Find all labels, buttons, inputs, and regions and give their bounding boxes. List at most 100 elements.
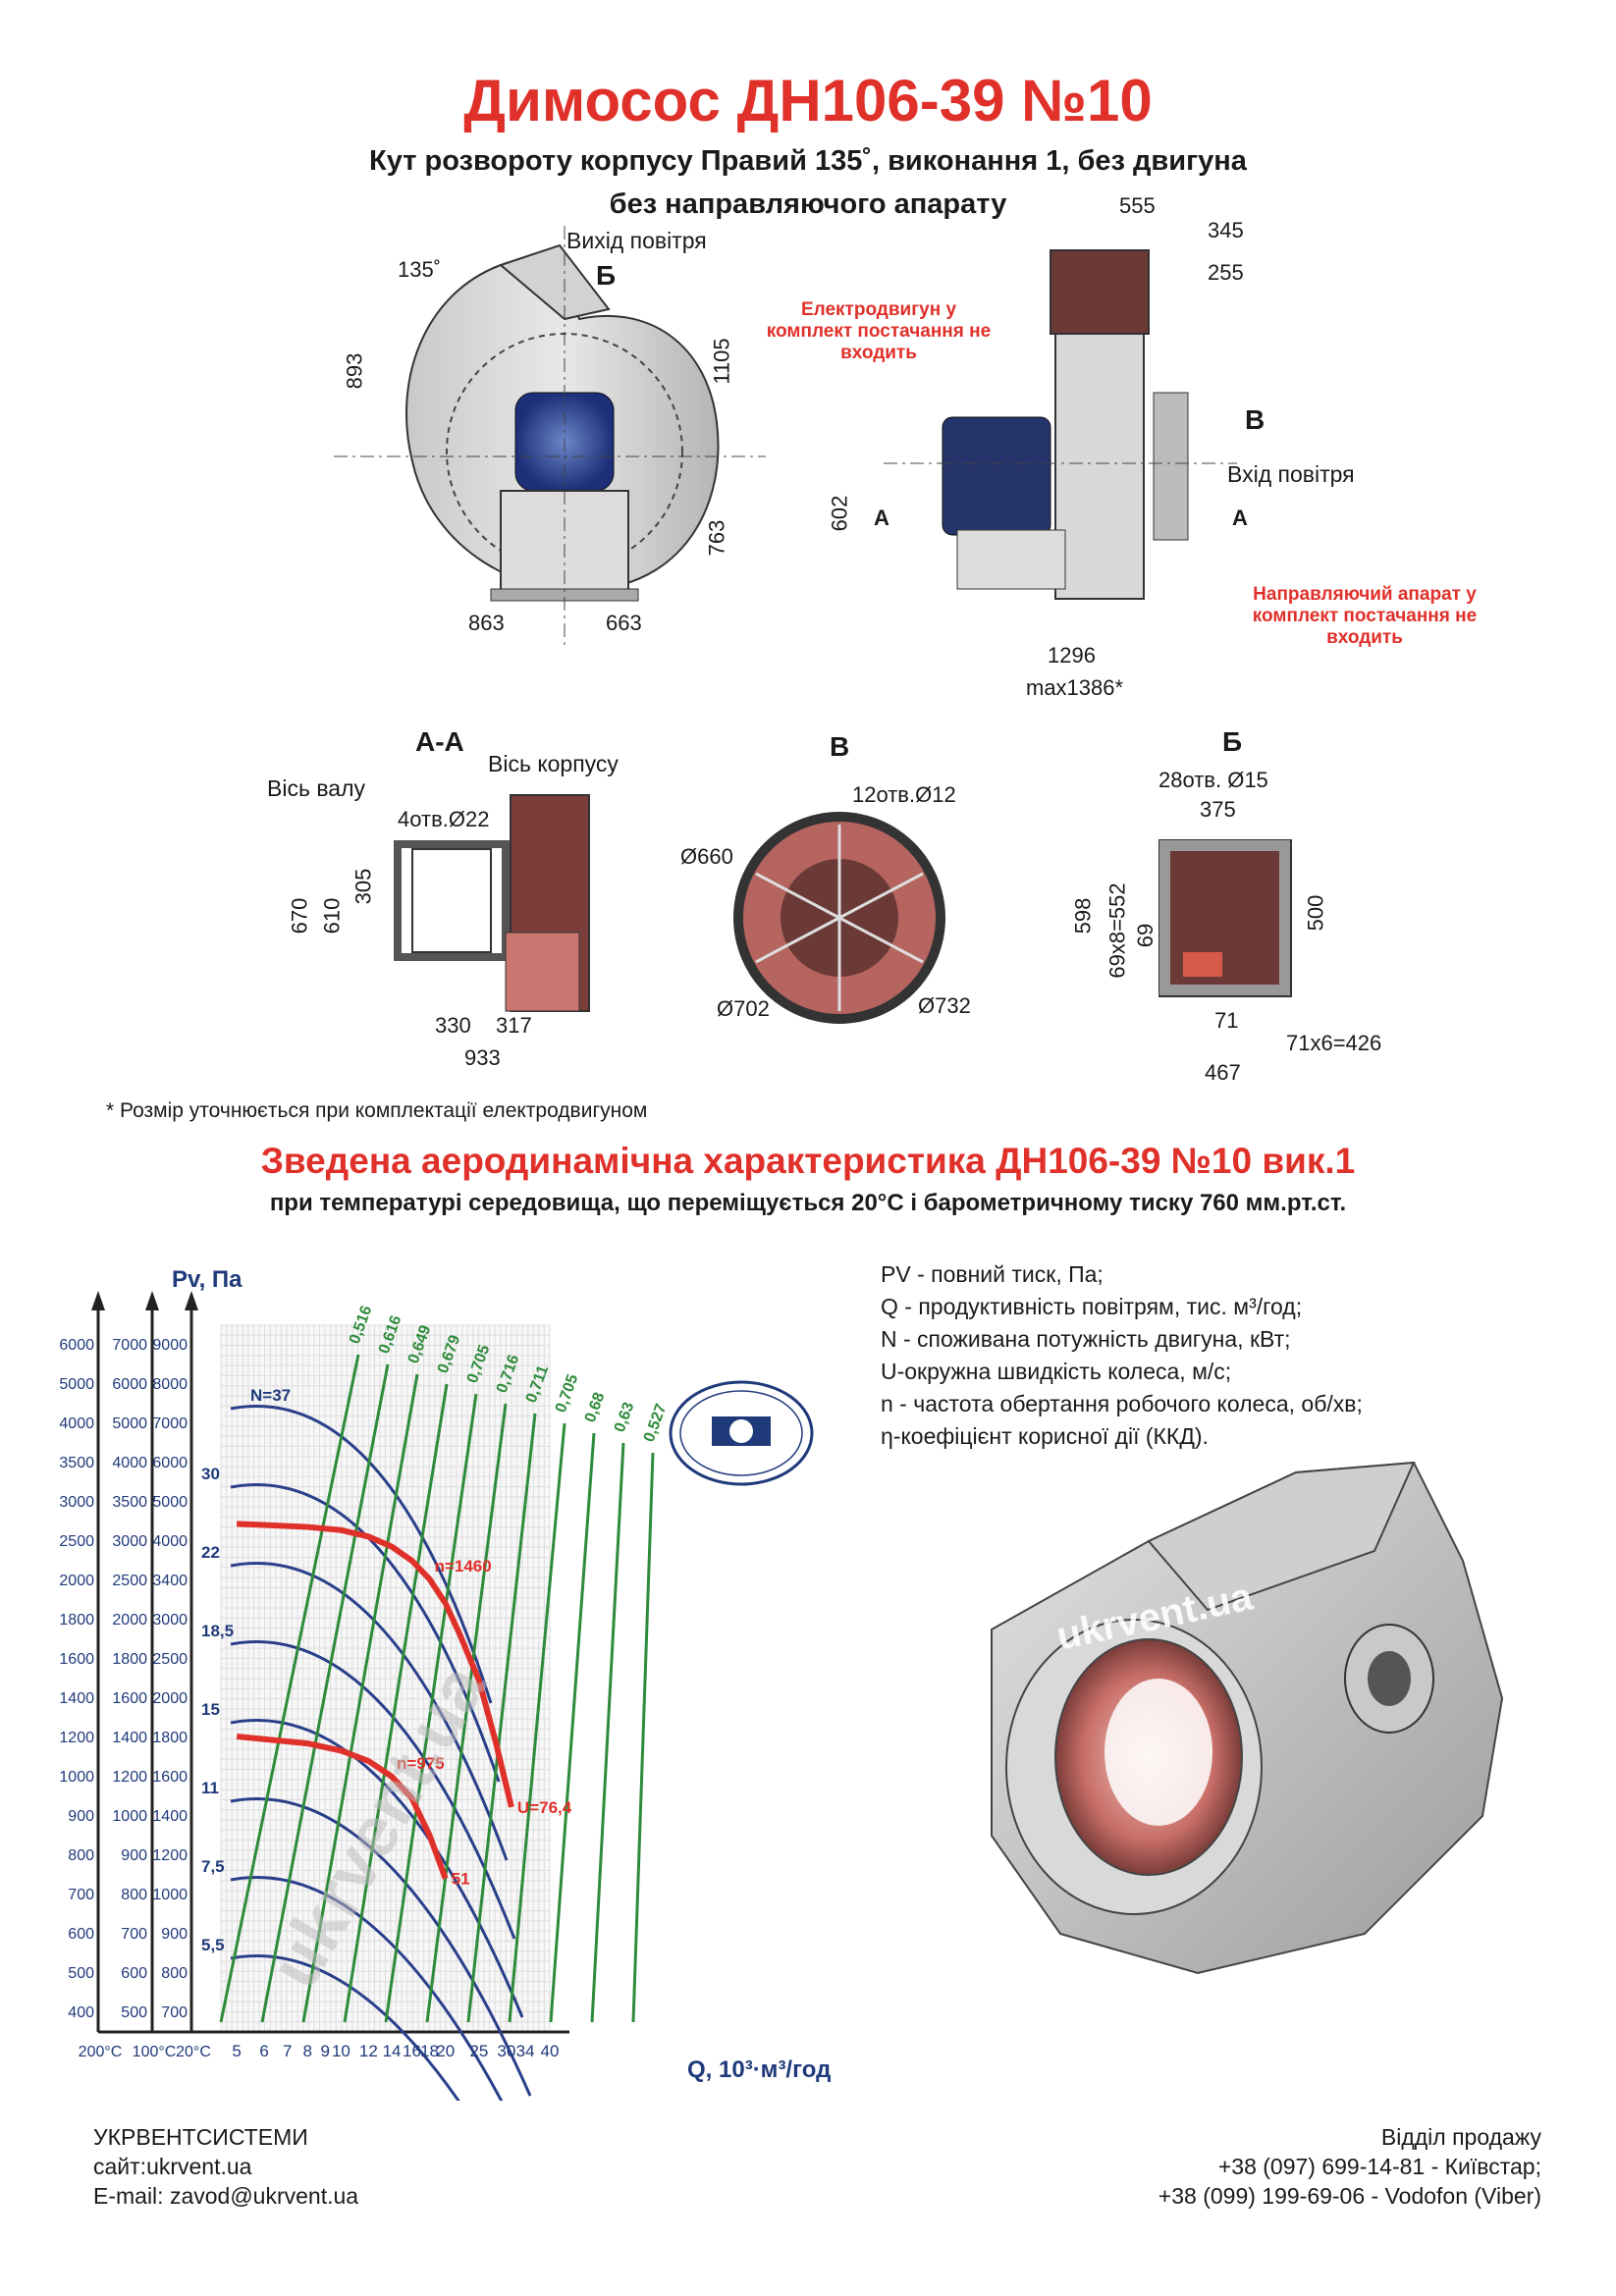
b-dim-375: 375 (1200, 797, 1236, 822)
y-tick-label: 1600 (59, 1651, 94, 1668)
inlet-label: Вхід повітря (1227, 461, 1355, 487)
legend-item: N - споживана потужність двигуна, кВт; (881, 1326, 1291, 1352)
aa-dim-330: 330 (435, 1013, 471, 1038)
dim-max1386: max1386* (1026, 675, 1124, 700)
power-curve (230, 1876, 504, 2101)
y-tick-label: 1600 (152, 1769, 188, 1786)
footnote: * Розмір уточнюється при комплектації ел… (106, 1099, 648, 1122)
power-label: 7,5 (201, 1857, 225, 1876)
legend: PV - повний тиск, Па; Q - продуктивність… (881, 1258, 1363, 1453)
section-mark-b-front: Б (596, 260, 617, 291)
chart-x-label: Q, 10³·м³/год (687, 2056, 832, 2083)
sales-phone-1[interactable]: +38 (097) 699-14-81 - Київстар; (1217, 2154, 1541, 2179)
y-tick-label: 2500 (152, 1651, 188, 1668)
legend-item: n - частота обертання робочого колеса, о… (881, 1391, 1363, 1416)
dim-893: 893 (342, 352, 367, 390)
dim-663: 663 (606, 611, 642, 635)
body-axis-label: Вісь корпусу (488, 751, 619, 776)
v-d702: Ø702 (717, 996, 770, 1021)
v-d732: Ø732 (918, 993, 971, 1018)
x-tick-label: 7 (283, 2042, 292, 2060)
y-axis-arrow (145, 1291, 159, 1310)
outlet-label: Вихід повітря (566, 228, 707, 253)
side-view-drawing (884, 249, 1237, 600)
efficiency-label: 0,63 (612, 1400, 638, 1434)
y-tick-label: 700 (161, 2004, 188, 2021)
y-tick-label: 2500 (59, 1533, 94, 1550)
x-tick-label: 14 (383, 2042, 402, 2060)
legend-item: η-коефіцієнт корисної дії (ККД). (881, 1423, 1209, 1449)
aero-chart: 6000 5000 4000 3500 3000 2500 2000 1800 1600 1400… (59, 1291, 671, 2101)
power-label: 5,5 (201, 1936, 225, 1954)
y-tick-label: 3000 (59, 1494, 94, 1511)
y-tick-label: 5000 (152, 1494, 188, 1511)
y-tick-label: 2000 (59, 1573, 94, 1589)
company-site[interactable]: сайт:ukrvent.ua (93, 2154, 252, 2179)
aa-dim-610: 610 (319, 897, 345, 934)
y-tick-label: 3500 (59, 1455, 94, 1471)
y-tick-label: 1400 (112, 1730, 147, 1746)
angle-label: 135˚ (398, 257, 442, 282)
b-dim-467: 467 (1205, 1060, 1241, 1085)
section-mark-a-left: А (874, 506, 889, 530)
temp-label: 200°C (79, 2044, 123, 2060)
y-axis-arrow (185, 1291, 198, 1310)
power-curve (230, 1562, 509, 1861)
x-tick-label: 20 (436, 2042, 455, 2060)
power-label: 11 (201, 1779, 219, 1797)
speed-label: n=1460 (435, 1557, 492, 1575)
x-tick-label: 5 (232, 2042, 241, 2060)
dim-1105: 1105 (709, 338, 734, 385)
y-tick-label: 8000 (152, 1376, 188, 1393)
footer-left: УКРВЕНТСИСТЕМИ сайт:ukrvent.ua E-mail: z… (93, 2122, 358, 2211)
efficiency-label: 0,705 (553, 1372, 582, 1415)
y-tick-label: 4000 (112, 1455, 147, 1471)
power-label: 30 (201, 1465, 220, 1483)
sales-title: Відділ продажу (1380, 2124, 1541, 2150)
section-b-title: Б (1222, 726, 1243, 757)
dim-345: 345 (1208, 218, 1244, 242)
b-dim-426: 71x6=426 (1286, 1031, 1382, 1055)
dim-255: 255 (1208, 260, 1244, 285)
y-tick-label: 1000 (112, 1808, 147, 1825)
y-tick-label: 4000 (152, 1533, 188, 1550)
speed-end-label: U=76,4 (517, 1798, 572, 1817)
x-tick-label: 8 (302, 2042, 311, 2060)
page-title: Димосос ДН106-39 №10 (463, 68, 1153, 133)
x-tick-label: 9 (321, 2042, 330, 2060)
aero-title: Зведена аеродинамічна характеристика ДН1… (260, 1141, 1356, 1181)
y-tick-label: 6000 (59, 1337, 94, 1354)
y-tick-label: 900 (161, 1926, 188, 1943)
y-tick-label: 1000 (152, 1887, 188, 1903)
sales-phone-2[interactable]: +38 (099) 199-69-06 - Vodofon (Viber) (1158, 2183, 1541, 2209)
efficiency-line (384, 1393, 478, 2023)
y-tick-label: 5000 (59, 1376, 94, 1393)
y-tick-label: 3000 (112, 1533, 147, 1550)
company-email[interactable]: E-mail: zavod@ukrvent.ua (93, 2183, 359, 2209)
section-aa-title: А-А (415, 726, 464, 757)
power-label: 22 (201, 1543, 220, 1562)
aa-holes: 4отв.Ø22 (398, 807, 490, 831)
y-tick-label: 800 (121, 1887, 147, 1903)
page-subtitle-1: Кут розвороту корпусу Правий 135˚, викон… (369, 145, 1247, 177)
y-tick-label: 6000 (112, 1376, 147, 1393)
temp-label: 100°C (133, 2044, 177, 2060)
efficiency-line (549, 1432, 596, 2023)
efficiency-line (631, 1452, 655, 2023)
y-tick-label: 1400 (59, 1690, 94, 1707)
footer-right: Відділ продажу +38 (097) 699-14-81 - Киї… (1158, 2122, 1541, 2211)
efficiency-line (260, 1363, 390, 2023)
chart-y-label: Pv, Па (172, 1266, 242, 1293)
efficiency-label: 0,527 (641, 1402, 671, 1445)
y-tick-label: 700 (121, 1926, 147, 1943)
dim-555: 555 (1119, 193, 1156, 218)
y-tick-label: 800 (161, 1965, 188, 1982)
x-tick-label: 18 (420, 2042, 439, 2060)
y-tick-label: 2000 (112, 1612, 147, 1629)
x-tick-label: 16 (403, 2042, 421, 2060)
y-tick-label: 1800 (59, 1612, 94, 1629)
dim-863: 863 (468, 611, 505, 635)
y-tick-label: 600 (121, 1965, 147, 1982)
efficiency-line (466, 1413, 537, 2023)
y-tick-label: 1200 (152, 1847, 188, 1864)
